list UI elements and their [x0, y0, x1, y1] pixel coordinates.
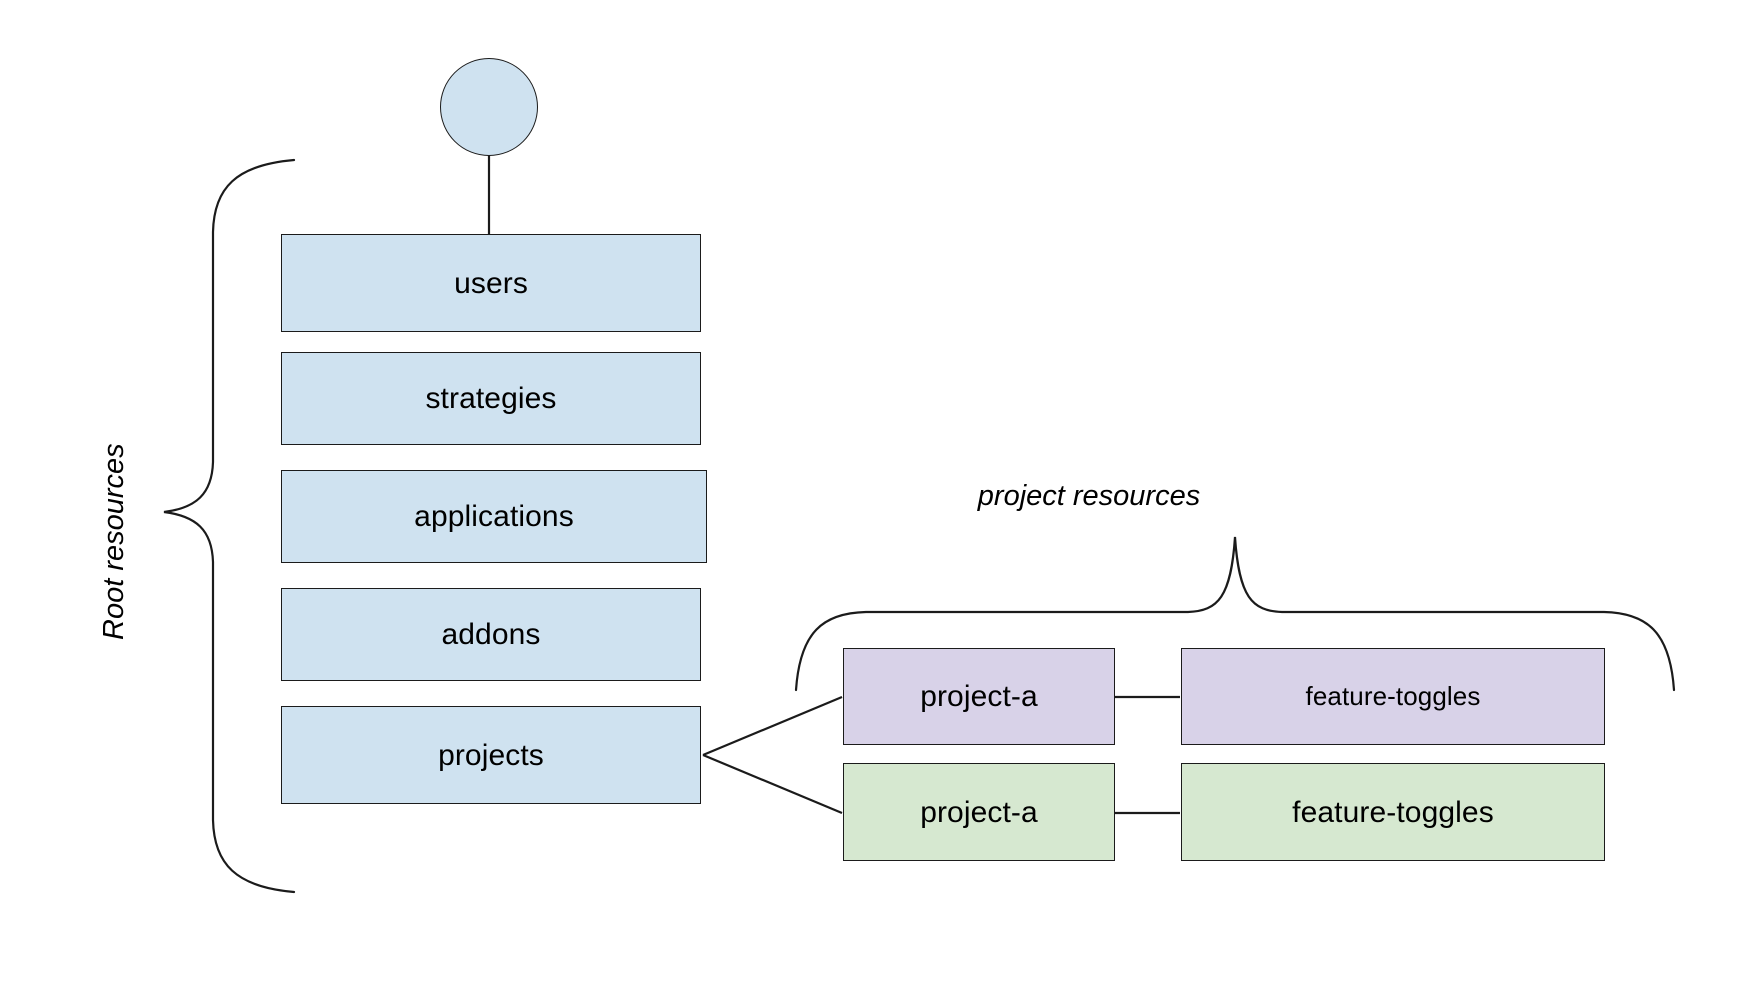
node-feature-toggles-green-label: feature-toggles: [1292, 795, 1494, 829]
node-feature-toggles-purple[interactable]: feature-toggles: [1181, 648, 1605, 745]
node-strategies[interactable]: strategies: [281, 352, 701, 445]
node-project-a-purple[interactable]: project-a: [843, 648, 1115, 745]
node-applications[interactable]: applications: [281, 470, 707, 563]
node-addons[interactable]: addons: [281, 588, 701, 681]
node-addons-label: addons: [441, 618, 541, 651]
node-applications-label: applications: [414, 500, 574, 533]
root-resources-brace: [163, 158, 296, 894]
edge-projects-to-row2: [702, 753, 843, 815]
node-project-a-green-label: project-a: [920, 795, 1038, 829]
project-resources-group-label: project resources: [977, 480, 1201, 512]
node-project-a-green[interactable]: project-a: [843, 763, 1115, 861]
node-users[interactable]: users: [281, 234, 701, 332]
node-projects-label: projects: [438, 738, 544, 772]
node-strategies-label: strategies: [425, 382, 557, 415]
edge-projects-to-row1: [702, 695, 843, 757]
project-resources-brace: [794, 536, 1676, 692]
root-node-circle[interactable]: [440, 58, 538, 156]
node-feature-toggles-purple-label: feature-toggles: [1305, 681, 1481, 712]
node-projects[interactable]: projects: [281, 706, 701, 804]
node-users-label: users: [454, 266, 528, 300]
node-project-a-purple-label: project-a: [920, 680, 1038, 713]
root-resources-group-label: Root resources: [98, 443, 130, 640]
node-feature-toggles-green[interactable]: feature-toggles: [1181, 763, 1605, 861]
